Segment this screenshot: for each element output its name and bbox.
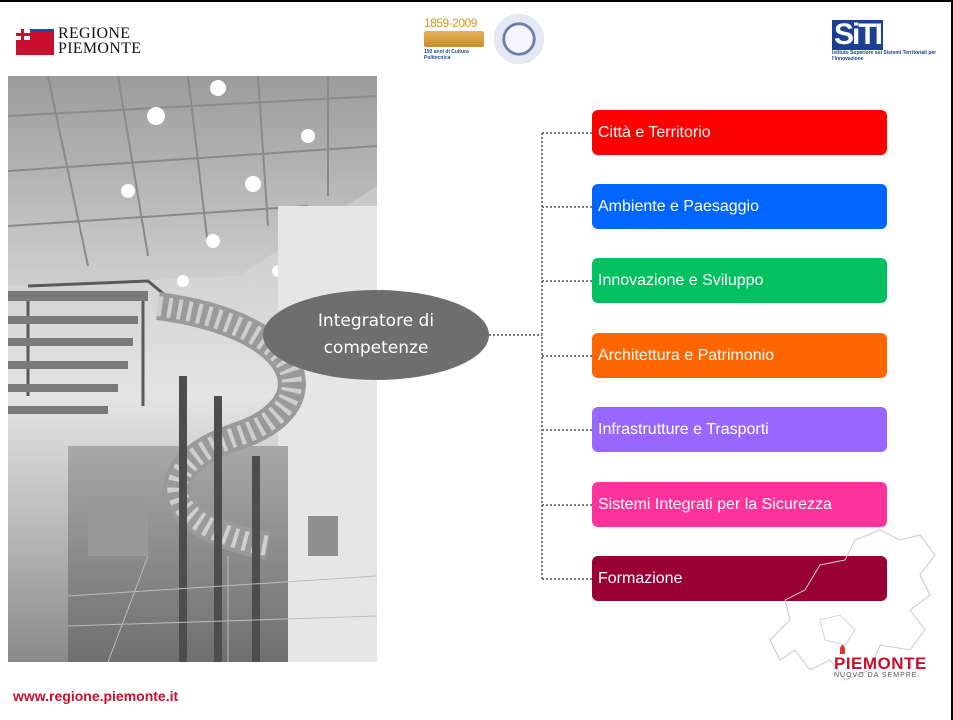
region-logo-line2: PIEMONTE — [58, 40, 142, 57]
piemonte-flag-icon — [16, 29, 54, 55]
website-link[interactable]: www.regione.piemonte.it — [13, 688, 179, 704]
regione-piemonte-logo: REGIONE PIEMONTE — [16, 26, 146, 62]
category-infrastrutture-trasporti[interactable]: Infrastrutture e Trasporti — [592, 407, 887, 452]
politecnico-anniversary-logo: 1859-2009 150 anni di Cultura Politecnic… — [424, 16, 490, 72]
brand-tagline: NUOVO DA SEMPRE. — [834, 672, 921, 679]
europe-map-icon — [769, 529, 936, 681]
region-logo-line1: REGIONE — [58, 25, 131, 42]
flame-icon — [840, 645, 845, 654]
category-citta-territorio[interactable]: Città e Territorio — [592, 110, 887, 155]
brand-word: PIEMONTE — [834, 654, 927, 673]
category-sistemi-sicurezza[interactable]: Sistemi Integrati per la Sicurezza — [592, 482, 887, 527]
anniversary-caption: 150 anni di Cultura Politecnica — [424, 49, 469, 61]
anniversary-years: 1859-2009 — [424, 16, 477, 30]
siti-caption: Istituto Superiore sui Sistemi Territori… — [832, 50, 937, 62]
piemonte-brand-logo: PIEMONTE NUOVO DA SEMPRE. — [834, 645, 930, 694]
siti-mark: SiTI — [832, 18, 883, 51]
building-icon — [424, 31, 484, 47]
category-ambiente-paesaggio[interactable]: Ambiente e Paesaggio — [592, 184, 887, 229]
integratore-hub: Integratore di competenze — [263, 290, 489, 380]
university-seal-icon — [494, 14, 544, 64]
hub-label: Integratore di competenze — [317, 311, 435, 358]
category-innovazione-sviluppo[interactable]: Innovazione e Sviluppo — [592, 258, 887, 303]
category-architettura-patrimonio[interactable]: Architettura e Patrimonio — [592, 333, 887, 378]
siti-logo: SiTI Istituto Superiore sui Sistemi Terr… — [832, 20, 938, 68]
category-formazione[interactable]: Formazione — [592, 556, 887, 601]
